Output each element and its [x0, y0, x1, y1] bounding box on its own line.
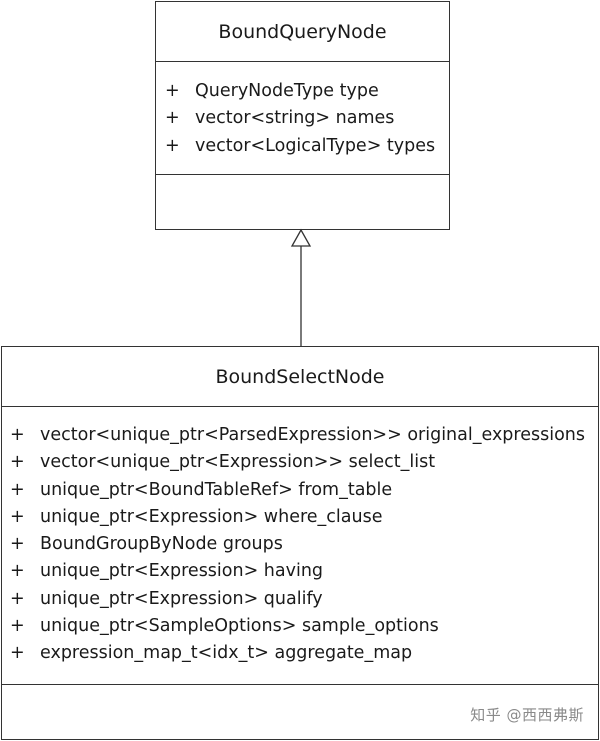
attribute-row: + unique_ptr<Expression> qualify [10, 586, 598, 613]
attributes-compartment: + vector<unique_ptr<ParsedExpression>> o… [2, 407, 598, 685]
attribute-row: + vector<LogicalType> types [165, 133, 449, 160]
visibility-marker: + [10, 561, 25, 582]
attribute-row: + unique_ptr<BoundTableRef> from_table [10, 477, 598, 504]
attribute-row: + vector<unique_ptr<ParsedExpression>> o… [10, 422, 598, 449]
attribute-row: + vector<string> names [165, 105, 449, 132]
visibility-marker: + [10, 643, 25, 664]
attribute-row: + QueryNodeType type [165, 78, 449, 105]
attribute-text: vector<LogicalType> types [195, 135, 436, 156]
visibility-marker: + [10, 506, 25, 527]
inheritance-triangle-head [290, 228, 312, 247]
visibility-marker: + [10, 452, 25, 473]
attribute-row: + unique_ptr<SampleOptions> sample_optio… [10, 613, 598, 640]
attribute-text: unique_ptr<SampleOptions> sample_options [40, 616, 439, 637]
attribute-text: QueryNodeType type [195, 81, 379, 101]
visibility-marker: + [10, 616, 25, 637]
attribute-text: unique_ptr<Expression> qualify [40, 588, 323, 609]
visibility-marker: + [10, 425, 25, 445]
attribute-text: unique_ptr<BoundTableRef> from_table [40, 479, 393, 500]
class-name-bound-select-node: BoundSelectNode [2, 347, 598, 407]
watermark-text: 知乎 @西西弗斯 [470, 706, 584, 724]
class-box-bound-query-node: BoundQueryNode + QueryNodeType type + ve… [155, 1, 450, 230]
visibility-marker: + [165, 81, 180, 101]
attribute-row: + unique_ptr<Expression> having [10, 558, 598, 585]
attribute-row: + expression_map_t<idx_t> aggregate_map [10, 640, 598, 667]
visibility-marker: + [165, 108, 180, 129]
visibility-marker: + [165, 135, 180, 156]
operations-compartment [156, 175, 449, 229]
attribute-row: + unique_ptr<Expression> where_clause [10, 504, 598, 531]
attribute-text: vector<unique_ptr<Expression>> select_li… [40, 452, 436, 473]
attribute-text: vector<unique_ptr<ParsedExpression>> ori… [40, 425, 585, 445]
attribute-text: expression_map_t<idx_t> aggregate_map [40, 643, 413, 664]
class-name-bound-query-node: BoundQueryNode [156, 2, 449, 62]
visibility-marker: + [10, 479, 25, 500]
attribute-row: + BoundGroupByNode groups [10, 531, 598, 558]
attribute-text: unique_ptr<Expression> having [40, 561, 324, 582]
visibility-marker: + [10, 588, 25, 609]
attributes-compartment: + QueryNodeType type + vector<string> na… [156, 62, 449, 175]
attribute-row: + vector<unique_ptr<Expression>> select_… [10, 449, 598, 476]
attribute-text: BoundGroupByNode groups [40, 534, 283, 555]
visibility-marker: + [10, 534, 25, 555]
attribute-text: unique_ptr<Expression> where_clause [40, 506, 383, 527]
attribute-text: vector<string> names [195, 108, 395, 129]
class-box-bound-select-node: BoundSelectNode + vector<unique_ptr<Pars… [1, 346, 599, 740]
